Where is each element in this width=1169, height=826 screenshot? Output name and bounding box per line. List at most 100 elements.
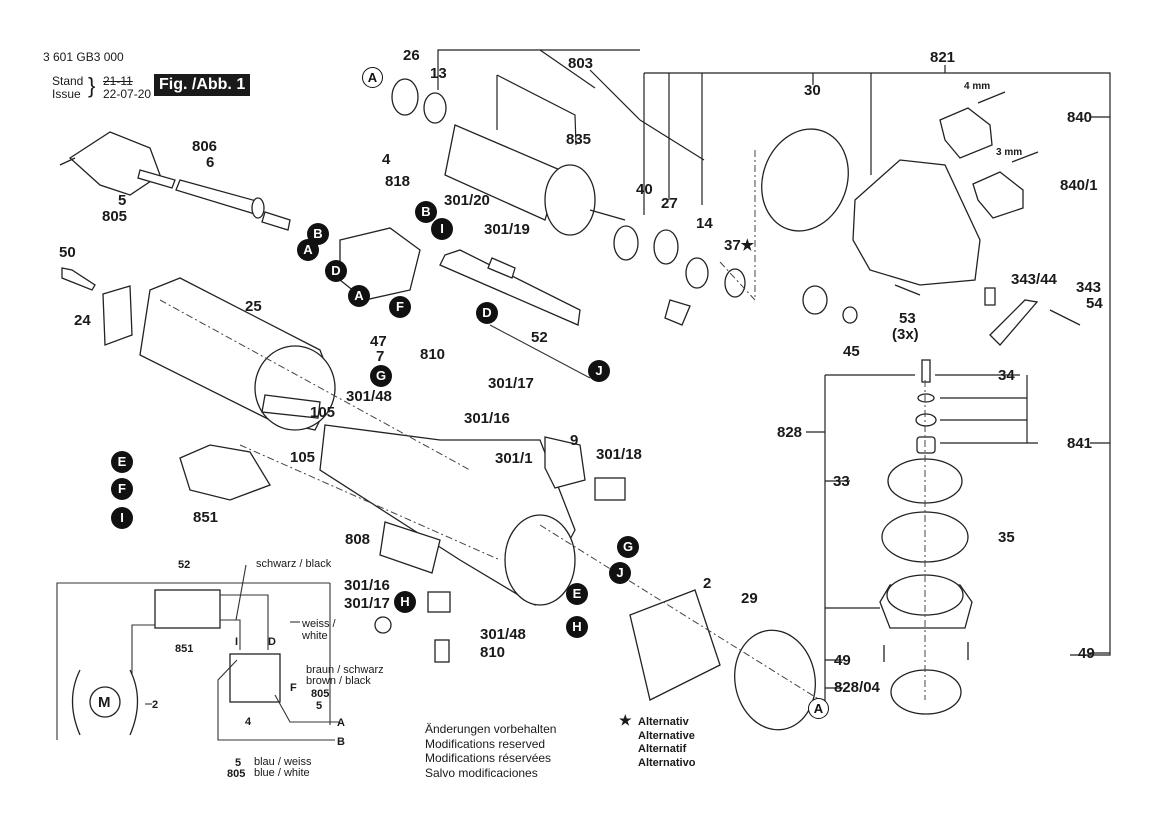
part-label-49-a: 49	[834, 652, 851, 669]
axis-line	[719, 261, 756, 301]
part-label-6: 6	[206, 154, 215, 171]
wiring-label-5-a: 5	[316, 700, 323, 712]
document-number: 3 601 GB3 000	[43, 50, 124, 64]
connector-marker-A: A	[297, 239, 319, 261]
part-label-808: 808	[345, 531, 371, 548]
pin-34	[921, 359, 931, 383]
part-label-301-1: 301/1	[495, 450, 533, 467]
connector-marker-G: G	[617, 536, 639, 558]
wire-d	[220, 594, 269, 650]
part-label-45: 45	[843, 343, 860, 360]
connector-marker-I: I	[111, 507, 133, 529]
part-label-828-04: 828/04	[834, 679, 880, 696]
cable-end	[261, 211, 291, 231]
housing-front	[504, 514, 576, 606]
spindle-lock-lever	[989, 299, 1039, 346]
connector-marker-E: E	[566, 583, 588, 605]
connector-marker-D: D	[325, 260, 347, 282]
alternative-de: Alternativ	[638, 716, 689, 728]
part-label-840: 840	[1067, 109, 1093, 126]
cable-guard-end	[251, 197, 265, 219]
part-label-30: 30	[804, 82, 821, 99]
part-label-35: 35	[998, 529, 1015, 546]
axis-line	[239, 444, 501, 561]
plug-pin	[59, 157, 76, 166]
guard-30	[761, 128, 849, 232]
connector-marker-J: J	[609, 562, 631, 584]
air-guide-ring-29	[734, 629, 816, 731]
circlip-40	[613, 225, 639, 261]
part-label-803: 803	[568, 55, 594, 72]
spring-301-19	[487, 257, 516, 279]
gear-housing	[852, 159, 981, 286]
pin-4mm	[977, 91, 1006, 104]
connector-marker-B: B	[415, 201, 437, 223]
alternative-fr: Alternatif	[638, 743, 687, 755]
screw-53	[894, 284, 921, 296]
part-label-301-17: 301/17	[488, 375, 534, 392]
connector-marker-F: F	[389, 296, 411, 318]
note-es: Salvo modificaciones	[425, 765, 538, 780]
brace: }	[88, 73, 96, 98]
switch-851	[179, 444, 271, 501]
part-label-805: 805	[102, 208, 128, 225]
part-label-301-20: 301/20	[444, 192, 490, 209]
bracket-821	[644, 72, 1111, 656]
part-label-25: 25	[245, 298, 262, 315]
label-808	[379, 521, 441, 574]
wiring-line-A: A	[337, 717, 345, 729]
part-label-4: 4	[382, 151, 391, 168]
connector-marker-A: A	[808, 698, 829, 719]
wiring-label-4: 4	[245, 716, 252, 728]
armature	[444, 124, 561, 221]
brush-810	[434, 639, 450, 663]
part-label-24: 24	[74, 312, 91, 329]
part-label-52: 52	[531, 329, 548, 346]
armature-shaft	[589, 209, 626, 221]
cable-stub	[137, 169, 176, 189]
part-label-33: 33	[833, 473, 850, 490]
screw-54	[1049, 309, 1081, 326]
leader-803-to-14	[639, 119, 705, 161]
axis-line	[539, 524, 821, 701]
bracket-24	[102, 285, 133, 346]
switch-rod	[439, 249, 581, 326]
stand-label: Stand	[52, 74, 84, 88]
ring-27	[653, 229, 679, 265]
connector-marker-J: J	[588, 360, 610, 382]
bracket-803-left	[437, 49, 596, 90]
terminal-I: I	[235, 636, 239, 648]
terminal-D: D	[268, 636, 276, 648]
part-label-27: 27	[661, 195, 678, 212]
bearing-seal	[915, 413, 937, 427]
field-coil	[629, 589, 721, 701]
dimension-4mm: 4 mm	[964, 81, 991, 92]
wire-52	[56, 582, 330, 740]
part-label-828: 828	[777, 424, 803, 441]
part-label-105-a: 105	[310, 404, 336, 421]
part-label-851: 851	[193, 509, 219, 526]
connector-marker-D: D	[476, 302, 498, 324]
axis-line	[159, 299, 471, 471]
part-label-301-48-b: 301/48	[480, 626, 526, 643]
wiring-diagram	[56, 564, 340, 741]
part-label-29: 29	[741, 590, 758, 607]
connector-marker-H: H	[566, 616, 588, 638]
wire-black	[220, 619, 241, 650]
part-label-34: 34	[998, 367, 1015, 384]
part-label-841: 841	[1067, 435, 1093, 452]
pin-3mm	[1011, 151, 1039, 163]
plug	[68, 131, 161, 196]
motor-label: M	[98, 694, 111, 711]
wiring-line-B: B	[337, 736, 345, 748]
note-en: Modifications reserved	[425, 736, 546, 751]
part-label-49-b: 49	[1078, 645, 1095, 662]
motor-symbol	[89, 686, 121, 718]
connector-marker-A: A	[348, 285, 370, 307]
connector-marker-A: A	[362, 67, 383, 88]
washer	[917, 393, 935, 403]
part-label-14: 14	[696, 215, 713, 232]
lock-button-840-1	[972, 171, 1024, 219]
wiring-label-851: 851	[175, 643, 194, 655]
spring-343-44	[984, 287, 996, 306]
